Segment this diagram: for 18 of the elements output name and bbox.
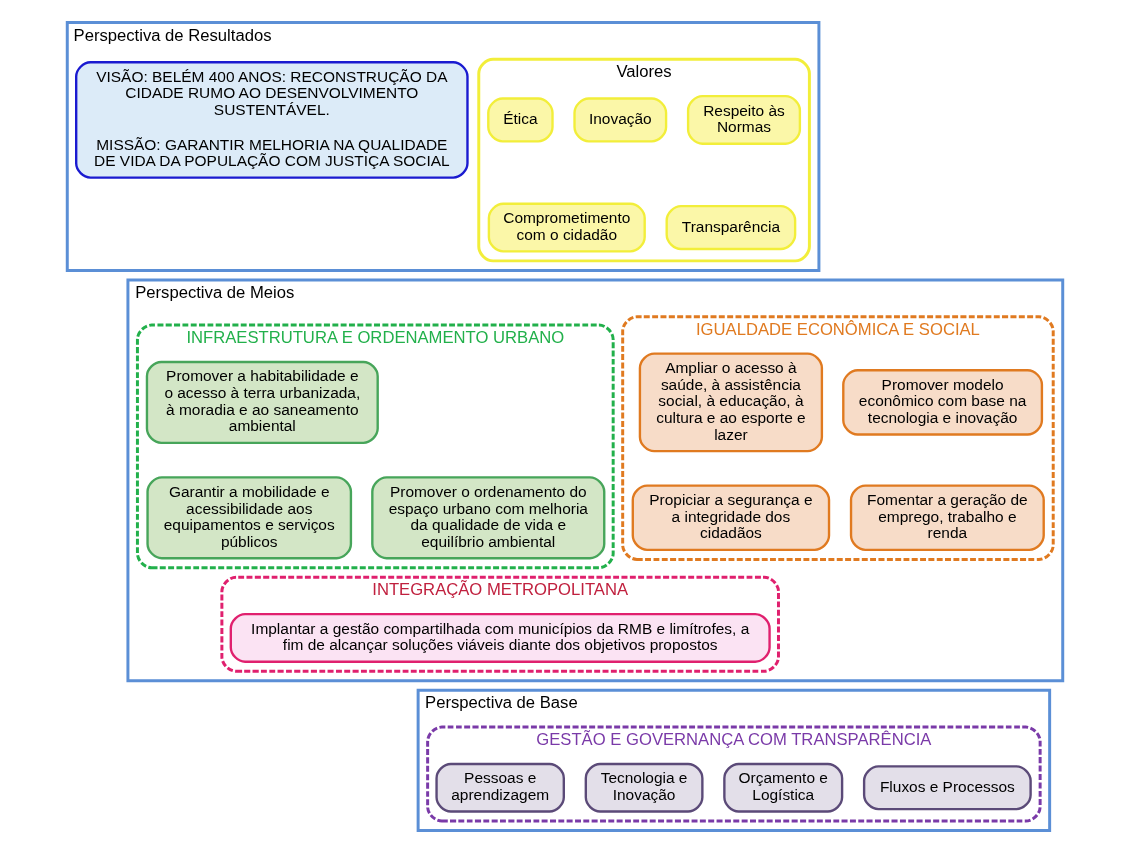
node-box: Ética: [486, 97, 554, 143]
node-box: Promover modelo econômico com base na tecnologia e inovação: [841, 369, 1043, 436]
node-box: Respeito às Normas: [686, 95, 801, 145]
node-box: Comprometimento com o cidadão: [487, 202, 646, 253]
node-box: Transparência: [665, 205, 796, 251]
node-box: Inovação: [572, 97, 667, 143]
node-box: VISÃO: BELÉM 400 ANOS: RECONSTRUÇÃO DA CIDADE RUMO AO DESENVOLVIMENTO SUSTENTÁVEL. MISSÃO: GARANTIR MELHORIA NA QUALIDADE DE VIDA DA POPULAÇÃO COM JUSTIÇA SOCIAL: [74, 61, 469, 179]
node-box: Propiciar a segurança e a integridade dos cidadãos: [631, 484, 830, 552]
node-box: Promover o ordenamento do espaço urbano com melhoria da qualidade de vida e equilíbrio ambiental: [370, 476, 605, 560]
node-box: Fomentar a geração de emprego, trabalho e renda: [849, 484, 1045, 552]
node-box: Promover a habitabilidade e o acesso à terra urbanizada, à moradia e ao saneamento ambiental: [145, 360, 379, 445]
node-box: Ampliar o acesso à saúde, à assistência social, à educação, à cultura e ao esporte e lazer: [638, 352, 823, 453]
node-box: Pessoas e aprendizagem: [434, 762, 565, 813]
node-box: Garantir a mobilidade e acessibilidade aos equipamentos e serviços públicos: [145, 476, 352, 560]
node-box: Implantar a gestão compartilhada com municípios da RMB e limítrofes, a fim de alcançar soluções viáveis diante dos objetivos propostos: [229, 612, 771, 663]
node-box: Orçamento e Logística: [722, 762, 843, 813]
node-box: Fluxos e Processos: [862, 765, 1032, 811]
node-box: Tecnologia e Inovação: [584, 762, 704, 813]
